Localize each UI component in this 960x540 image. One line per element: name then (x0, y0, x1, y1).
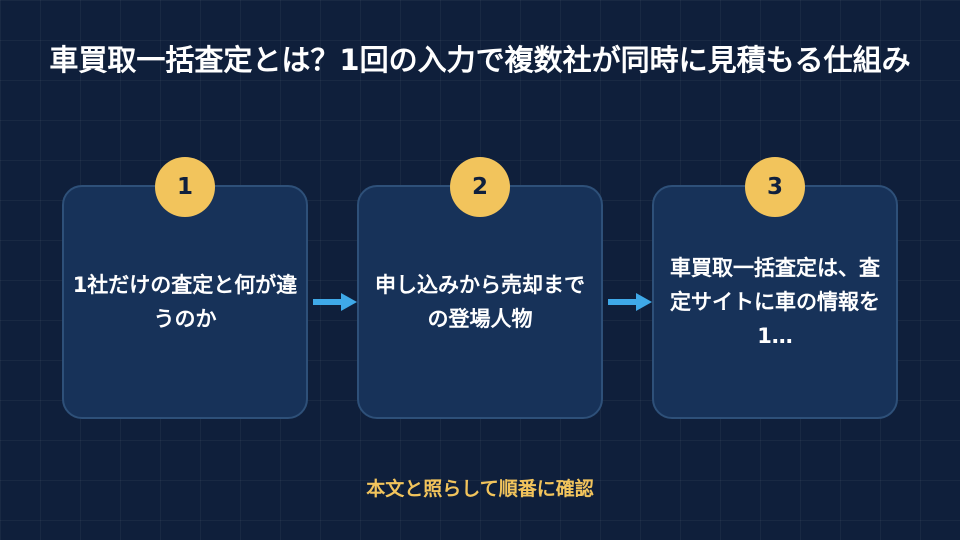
step-number-badge: 2 (450, 157, 510, 217)
arrow-right-icon (608, 293, 652, 311)
step-number-badge: 1 (155, 157, 215, 217)
page-title: 車買取一括査定とは？1回の入力で複数社が同時に見積もる仕組み (49, 43, 911, 77)
step-number-badge: 3 (745, 157, 805, 217)
step-card-3: 3 車買取一括査定は、査定サイトに車の情報を1… (652, 157, 898, 419)
step-card-2: 2 申し込みから売却までの登場人物 (357, 157, 603, 419)
footer-note: 本文と照らして順番に確認 (366, 478, 594, 500)
step-card-1: 1 1社だけの査定と何が違うのか (62, 157, 308, 419)
step-text: 車買取一括査定は、査定サイトに車の情報を1… (670, 256, 880, 348)
step-text: 申し込みから売却までの登場人物 (375, 273, 585, 331)
step-text: 1社だけの査定と何が違うのか (72, 273, 298, 331)
arrow-right-icon (313, 293, 357, 311)
